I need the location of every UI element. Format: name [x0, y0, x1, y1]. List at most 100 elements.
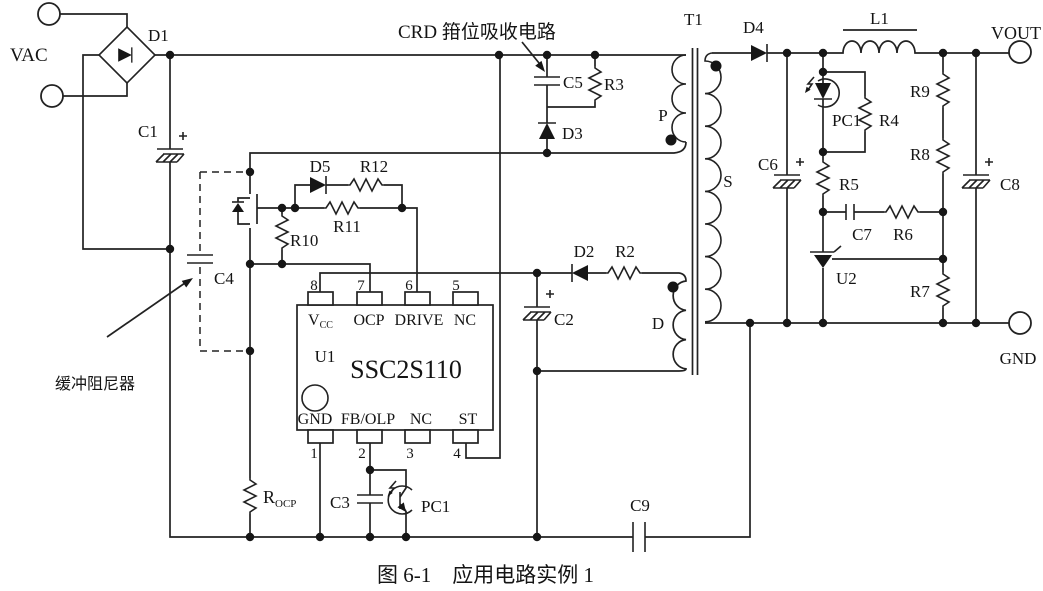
u2-label: U2	[836, 269, 857, 288]
figure-caption: 图 6-1 应用电路实例 1	[377, 563, 594, 587]
secondary-winding-label: S	[723, 172, 732, 191]
pin2-number: 2	[358, 446, 366, 462]
snubber-annotation: 缓冲阻尼器	[55, 375, 135, 393]
c1-label: C1	[138, 122, 158, 141]
crd-clamp-network: C5 R3 D3 CRD 箝位吸收电路	[398, 21, 624, 153]
pc1-led-circle	[817, 78, 840, 108]
st-startup-wire	[465, 55, 501, 459]
ic-ref-label: U1	[315, 347, 336, 366]
ic-body	[296, 304, 494, 431]
vout-label: VOUT	[991, 23, 1041, 43]
y-capacitor: C9	[630, 323, 751, 552]
c7-capacitor-icon	[845, 204, 855, 220]
ic-pin8	[307, 291, 334, 306]
r10-label: R10	[290, 231, 318, 250]
r12-label: R12	[360, 157, 388, 176]
feedback-regulation-network: PC1 R4 R5 C7 R6 U2 R9 R8 R7	[805, 53, 950, 323]
l1-label: L1	[870, 9, 889, 28]
ic-pin4	[452, 429, 479, 444]
bulk-capacitor-c1: C1	[138, 55, 188, 163]
pin6-name: DRIVE	[395, 312, 444, 329]
ic-pin1	[307, 429, 334, 444]
feedback-input-network: C3 PC1	[319, 443, 450, 537]
pin4-number: 4	[453, 446, 461, 462]
r5-label: R5	[839, 175, 859, 194]
c9-capacitor-icon	[632, 522, 646, 552]
pc1-light-arrow-icon	[388, 480, 397, 495]
bridge-rectifier-d1: D1	[97, 25, 169, 85]
r6-label: R6	[893, 225, 913, 244]
pin6-number: 6	[405, 278, 413, 294]
ocp-sense: ROCP	[243, 263, 371, 515]
c6-label: C6	[758, 155, 778, 174]
primary-winding	[671, 54, 687, 143]
vac-label: VAC	[10, 45, 48, 66]
d3-label: D3	[562, 124, 583, 143]
pin3-number: 3	[406, 446, 414, 462]
r4-label: R4	[879, 111, 899, 130]
crd-annotation-arrow	[521, 41, 540, 64]
ic-pin5	[452, 291, 479, 306]
c5-label: C5	[563, 73, 583, 92]
aux-winding-label: D	[652, 314, 664, 333]
ic-pin2	[356, 429, 383, 444]
pc1-transistor-label: PC1	[421, 497, 450, 516]
ic-u1: 8 7 6 5 1 2 3 4 VCC OCP DRIVE NC GND FB/…	[296, 272, 537, 462]
output-stage: D4 L1 VOUT GND C6 C8	[705, 9, 1041, 368]
d2-label: D2	[574, 242, 595, 261]
t1-label: T1	[684, 10, 703, 29]
pin8-number: 8	[310, 278, 318, 294]
pin7-number: 7	[357, 278, 365, 294]
d5-label: D5	[310, 157, 331, 176]
vac-terminal-top	[37, 2, 61, 26]
pin1-name: GND	[298, 411, 333, 428]
pin5-name: NC	[454, 312, 476, 329]
u2-shunt-regulator-icon	[810, 245, 842, 253]
pc1-transistor-circle	[387, 485, 413, 515]
r7-label: R7	[910, 282, 930, 301]
vout-terminal	[1008, 40, 1032, 64]
ic-pin3	[404, 429, 431, 444]
d4-label: D4	[743, 18, 764, 37]
ic-part-number: SSC2S110	[350, 355, 462, 384]
body-diode-icon	[232, 203, 244, 212]
output-rail	[767, 40, 1009, 54]
vac-input: VAC	[10, 2, 170, 250]
core	[691, 48, 699, 375]
pin4-name: ST	[459, 411, 478, 428]
transformer-t1: T1 P S D	[652, 10, 733, 375]
c2-label: C2	[554, 310, 574, 329]
aux-polarity-dot	[667, 281, 679, 293]
ic-pin1-dot-icon	[301, 384, 329, 412]
pin7-name: OCP	[353, 312, 384, 329]
pin2-name: FB/OLP	[341, 411, 395, 428]
d1-label: D1	[148, 26, 169, 45]
c8-label: C8	[1000, 175, 1020, 194]
pc1-led-label: PC1	[832, 111, 861, 130]
c7-label: C7	[852, 225, 872, 244]
pin5-number: 5	[452, 278, 460, 294]
c4-label: C4	[214, 269, 234, 288]
r8-label: R8	[910, 145, 930, 164]
pin3-name: NC	[410, 411, 432, 428]
crd-annotation: CRD 箝位吸收电路	[398, 21, 556, 43]
snubber-network: C4 缓冲阻尼器	[55, 171, 250, 393]
r11-label: R11	[333, 217, 361, 236]
r9-label: R9	[910, 82, 930, 101]
ic-pin6	[404, 291, 431, 306]
gnd-terminal	[1008, 311, 1032, 335]
pin1-number: 1	[310, 446, 318, 462]
pin8-name: VCC	[308, 312, 333, 331]
secondary-polarity-dot	[710, 60, 722, 72]
ic-pin7	[356, 291, 383, 306]
aux-supply: D2 R2 C2	[522, 242, 687, 537]
primary-winding-label: P	[658, 106, 667, 125]
r3-label: R3	[604, 75, 624, 94]
snubber-annotation-arrow	[106, 282, 186, 338]
pc1-led-light-arrow-icon	[806, 76, 815, 91]
vac-terminal-bottom	[40, 84, 64, 108]
rocp-label: ROCP	[263, 487, 296, 510]
r2-label: R2	[615, 242, 635, 261]
